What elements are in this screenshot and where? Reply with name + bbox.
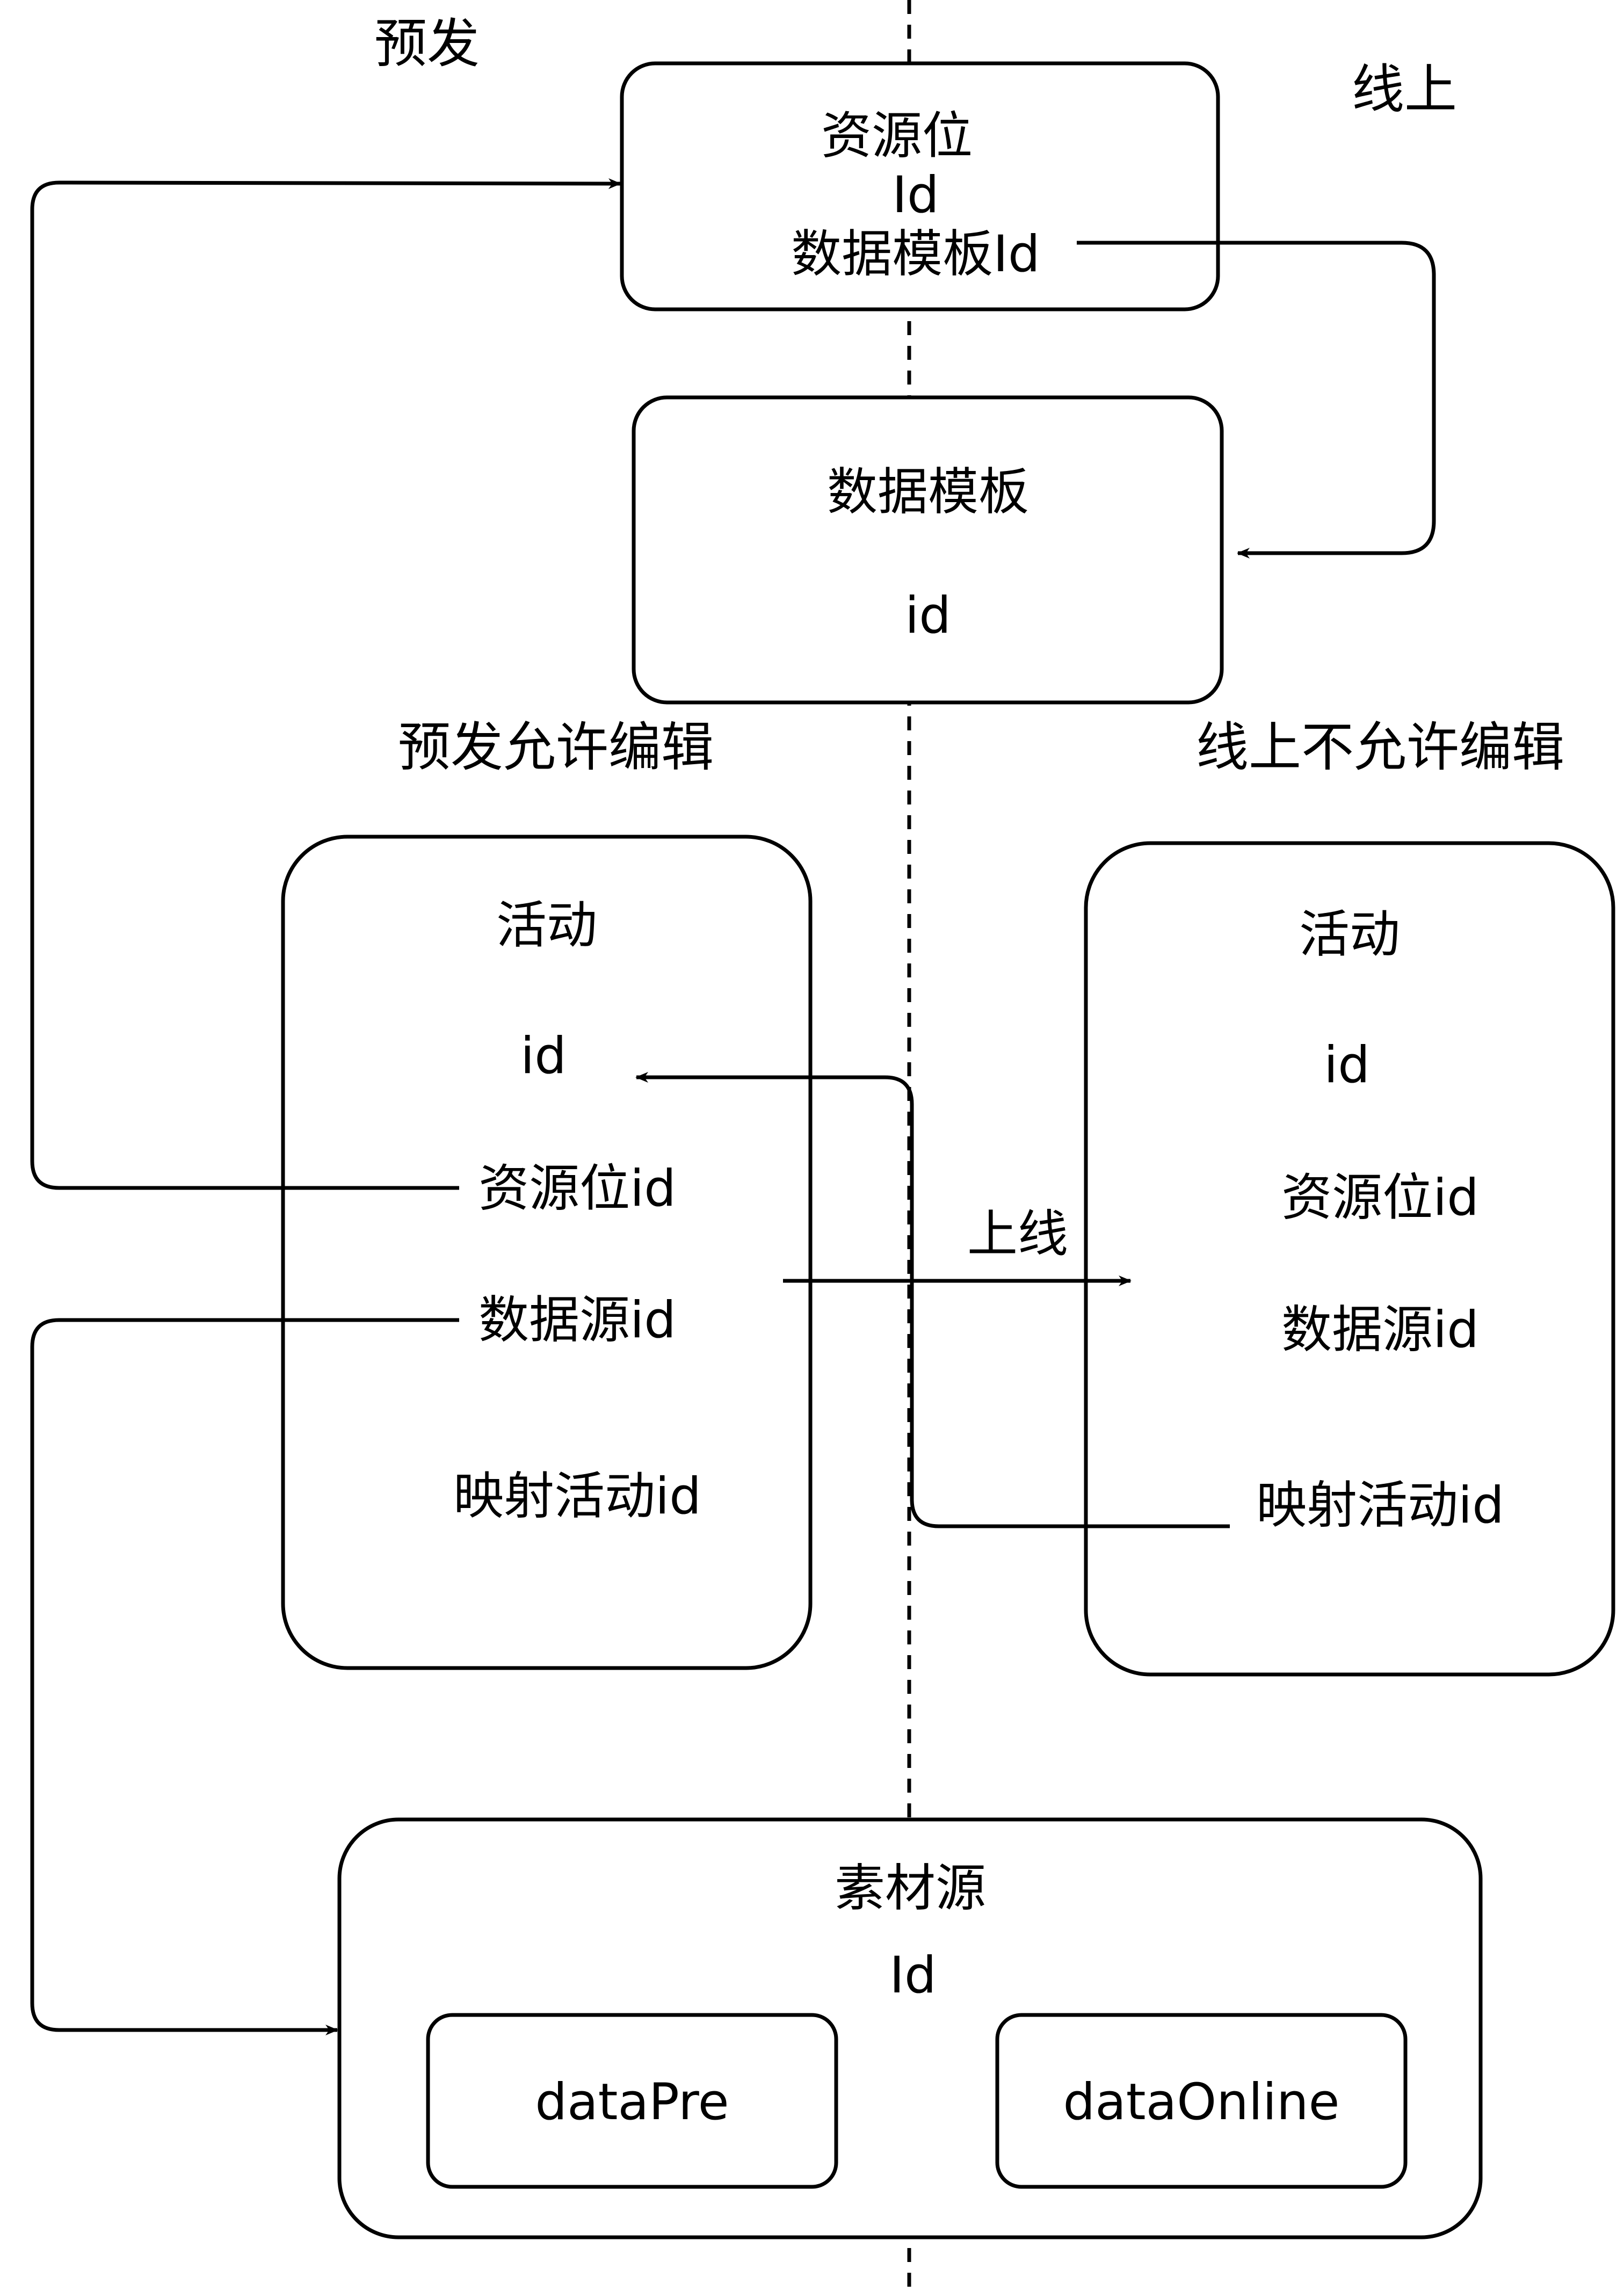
zone-label-online: 线上	[1352, 59, 1457, 120]
resource-slot-title: 资源位	[821, 107, 973, 165]
resource-slot-template-id: 数据模板Id	[791, 225, 1040, 284]
zone-label-pre: 预发	[374, 13, 480, 75]
edge-mapped-activity-id-to-pre-id	[635, 1072, 1230, 1528]
resource-slot-id: Id	[892, 166, 939, 224]
activity-online-title: 活动	[1299, 905, 1400, 964]
data-template-node: 数据模板 id	[632, 395, 1224, 705]
data-pre-node: dataPre	[426, 2013, 838, 2189]
resource-slot-node: 资源位 Id 数据模板Id	[620, 61, 1220, 311]
material-source-node: 素材源 Id dataPre dataOnline	[337, 1817, 1483, 2239]
material-source-title: 素材源	[835, 1859, 986, 1918]
data-template-id: id	[905, 586, 951, 645]
data-online-label: dataOnline	[1063, 2073, 1340, 2132]
data-pre-label: dataPre	[535, 2073, 729, 2132]
activity-online-resource-slot-id: 资源位id	[1281, 1169, 1479, 1227]
activity-online-node: 活动 id 资源位id 数据源id 映射活动id	[1084, 841, 1615, 1677]
edge-go-online-label: 上线	[967, 1205, 1068, 1264]
activity-pre-data-source-id: 数据源id	[479, 1291, 676, 1350]
activity-pre-resource-slot-id: 资源位id	[479, 1159, 676, 1218]
activity-pre-node: 活动 id 资源位id 数据源id 映射活动id	[281, 835, 813, 1670]
activity-pre-title: 活动	[496, 896, 597, 955]
data-template-title: 数据模板	[827, 463, 1029, 521]
activity-online-mapped-activity-id: 映射活动id	[1256, 1476, 1504, 1535]
activity-online-id: id	[1324, 1036, 1370, 1094]
edge-data-source-id-to-material-source	[30, 1318, 459, 2035]
edge-template-id-to-data-template	[1077, 241, 1436, 559]
data-online-node: dataOnline	[995, 2013, 1408, 2189]
material-source-id: Id	[889, 1946, 936, 2005]
zone-label-online-not-editable: 线上不允许编辑	[1196, 717, 1564, 778]
zone-label-pre-editable: 预发允许编辑	[398, 717, 714, 778]
activity-pre-id: id	[520, 1027, 567, 1085]
activity-online-data-source-id: 数据源id	[1281, 1301, 1479, 1359]
edge-resource-slot-id-to-resource-slot	[30, 178, 621, 1190]
activity-pre-mapped-activity-id: 映射活动id	[453, 1467, 701, 1526]
